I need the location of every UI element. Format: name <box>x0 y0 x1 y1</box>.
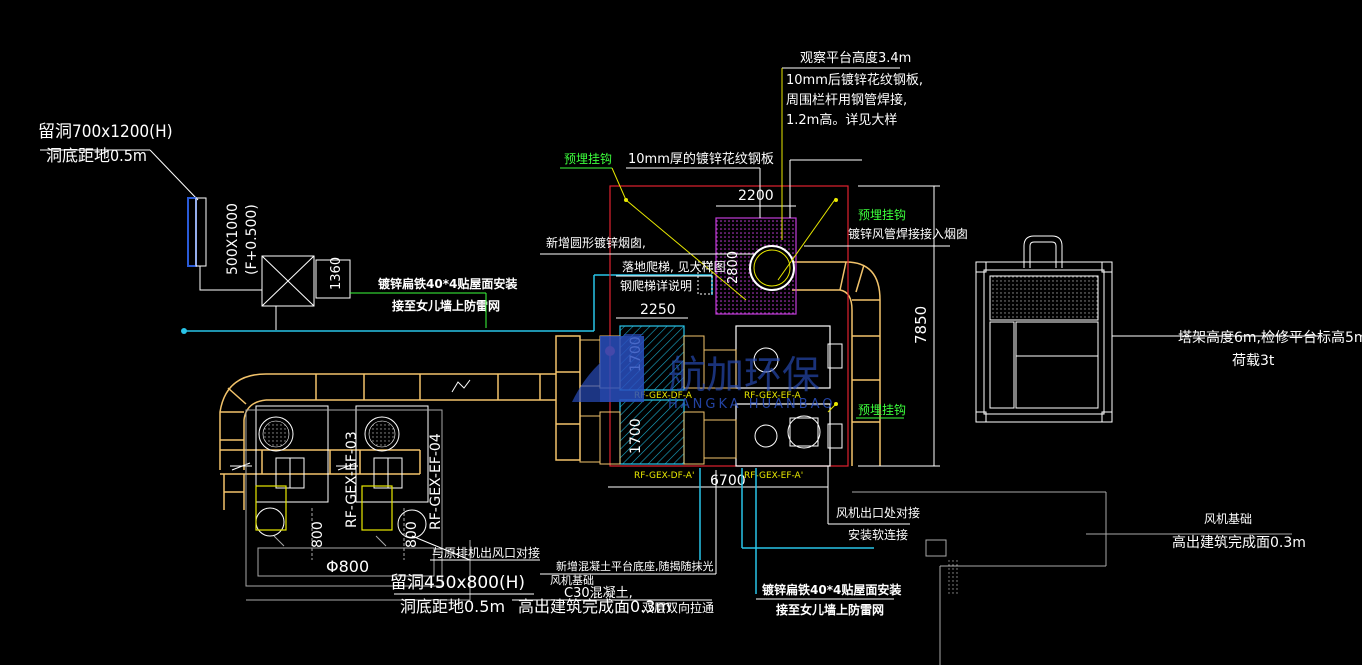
opening-top-label: 留洞700x1200(H) <box>38 122 173 142</box>
dim-2250: 2250 <box>616 302 688 319</box>
ground-flat-line1: 镀锌扁铁40*4贴屋面安装 <box>378 276 517 291</box>
galv-pipe-label: 镀锌风管焊接接入烟囱 <box>848 226 968 241</box>
unit-d-label: RF-GEX-EF-A' <box>744 471 803 481</box>
dim-7850: 7850 <box>858 185 940 467</box>
vertical-elev-label: (F+0.500) <box>244 204 260 275</box>
double-pull-label: 双层双向拉通 <box>642 600 714 615</box>
fan-base-label: 风机基础 <box>550 573 594 587</box>
fan-03-label: RF-GEX-EF-03 <box>344 431 360 528</box>
dim-2200-label: 2200 <box>738 188 774 204</box>
fan-base-right <box>852 491 1292 665</box>
phi800-label: Φ800 <box>326 557 369 576</box>
unit-b-label: RF-GEX-EF-A <box>744 391 802 401</box>
platform-height-label: 观察平台高度3.4m <box>800 50 911 66</box>
embed-hook-2-label: 预埋挂钩 <box>858 208 906 222</box>
fan-04-label: RF-GEX-EF-04 <box>428 433 444 530</box>
fan-base-left <box>245 409 471 601</box>
fan-base-r-label: 风机基础 <box>1204 512 1252 526</box>
ground-flat-line2: 接至女儿墙上防雷网 <box>392 298 500 313</box>
opening-bottom-floor-label: 洞底距地0.5m <box>400 597 505 616</box>
plate-note-3: 1.2m高。详见大样 <box>786 112 897 128</box>
ladder-note-1: 落地爬梯, 见大样图 <box>622 259 726 274</box>
main-duct <box>219 261 881 510</box>
box-dim-label: 1360 <box>329 257 344 290</box>
watermark-en: HANGKA HUANBAO <box>668 397 836 412</box>
watermark: 航加环保 HANGKA HUANBAO <box>572 334 836 412</box>
ground-flat-bottom-1: 镀锌扁铁40*4贴屋面安装 <box>762 582 901 597</box>
vertical-dim-label: 500X1000 <box>225 203 241 275</box>
tower-frame <box>975 235 1320 423</box>
c30-label: C30混凝土, <box>564 585 633 601</box>
bottom-notes: 与原排机出风口对接 新增混凝土平台底座,随揭随抹光 风机基础 C30混凝土, 留… <box>390 466 920 617</box>
fan-ef-04: RF-GEX-EF-04 <box>355 405 444 539</box>
floor-level-r-label: 高出建筑完成面0.3m <box>1172 534 1306 551</box>
fan-ef-03: RF-GEX-EF-03 <box>255 405 360 537</box>
duct-flanges <box>230 462 358 471</box>
floor-level-label: 高出建筑完成面0.3m <box>518 597 671 616</box>
left-opening-note: 留洞700x1200(H) 洞底距地0.5m <box>38 122 199 201</box>
opening-bottom-label: 留洞450x800(H) <box>390 573 525 593</box>
plate-10mm-label: 10mm厚的镀锌花纹钢板 <box>628 151 774 167</box>
dim-2800-label: 2800 <box>726 251 741 284</box>
load-label: 荷载3t <box>1232 353 1275 369</box>
plate-note-2: 周围栏杆用钢管焊接, <box>786 92 907 108</box>
dim-6700: 6700 <box>608 473 828 489</box>
watermark-cn: 航加环保 <box>668 353 820 397</box>
embed-hook-1-label: 预埋挂钩 <box>564 152 612 166</box>
concrete-platform-label: 新增混凝土平台底座,随揭随抹光 <box>556 559 714 573</box>
d800-label-2: 800 <box>404 521 420 548</box>
grounding-line-bottom <box>699 468 874 594</box>
top-notes: 观察平台高度3.4m 10mm后镀锌花纹钢板, 周围栏杆用钢管焊接, 1.2m高… <box>540 50 968 419</box>
ground-flat-bottom-2: 接至女儿墙上防雷网 <box>776 602 884 617</box>
new-chimney-label: 新增圆形镀锌烟囱, <box>546 235 646 250</box>
equipment-frame: 1700 1700 RF-GEX-DF-A RF-GEX-EF-A RF-GEX… <box>579 185 849 481</box>
transition-box: 1360 <box>261 255 351 330</box>
connect-exhaust-label: 与原排机出风口对接 <box>432 545 540 560</box>
plate-note-1: 10mm后镀锌花纹钢板, <box>786 72 923 88</box>
fan-outlet-label: 风机出口处对接 <box>836 505 920 520</box>
dim-6700-label: 6700 <box>710 473 746 489</box>
vertical-duct-left: 500X1000 (F+0.500) <box>187 197 262 291</box>
tower-height-label: 塔架高度6m,检修平台标高5m <box>1178 329 1362 346</box>
ground-note-left: 镀锌扁铁40*4贴屋面安装 接至女儿墙上防雷网 <box>350 276 517 328</box>
embed-hook-3-label: 预埋挂钩 <box>858 403 906 417</box>
ladder-note-2: 钢爬梯详说明 <box>620 278 692 293</box>
d800-label-1: 800 <box>310 521 326 548</box>
soft-conn-label: 安装软连接 <box>848 527 908 542</box>
unit-c-label: RF-GEX-DF-A' <box>634 471 694 481</box>
dim-7850-label: 7850 <box>912 306 930 344</box>
dim-2250-label: 2250 <box>640 302 676 318</box>
opening-top-bottom-label: 洞底距地0.5m <box>46 146 147 165</box>
dim-1700b-label: 1700 <box>628 418 644 454</box>
unit-a-label: RF-GEX-DF-A <box>634 391 693 401</box>
